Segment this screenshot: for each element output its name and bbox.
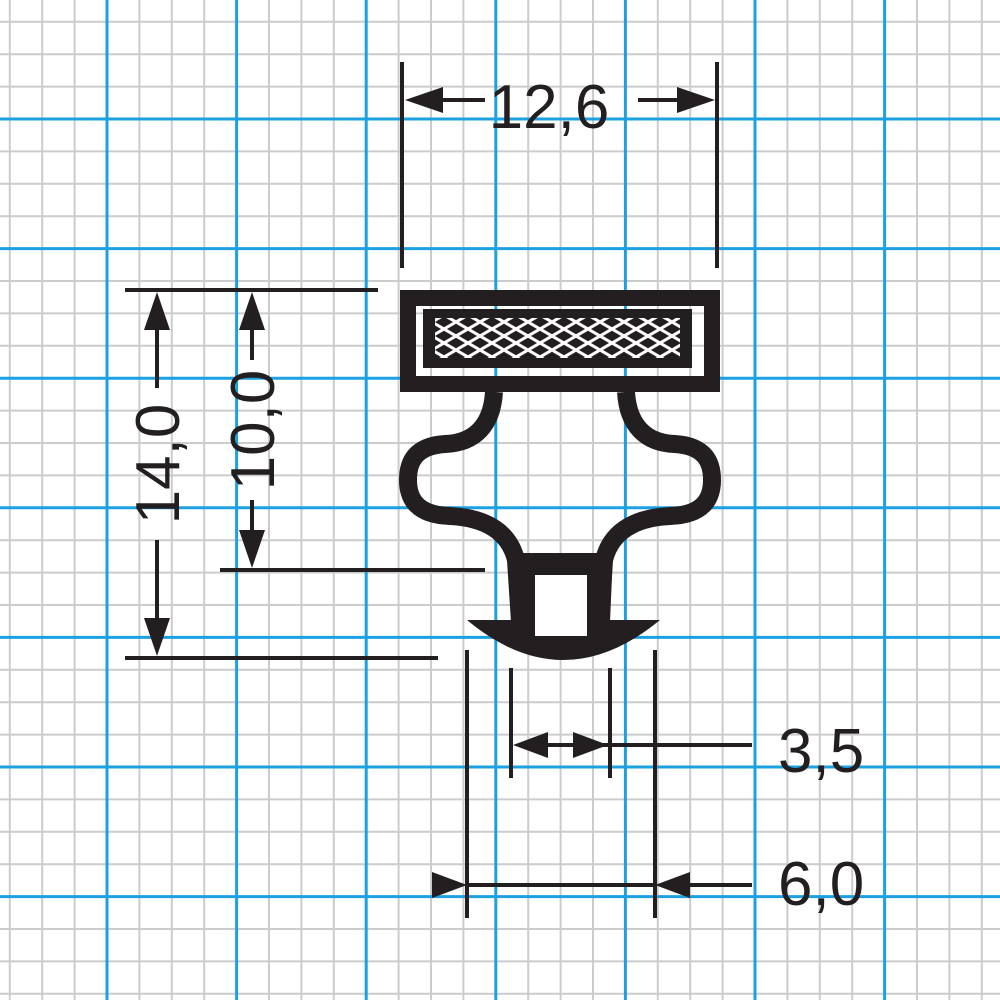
label-height-upper: 10,0 <box>219 370 288 491</box>
right-bellows <box>591 391 722 623</box>
label-base-width: 6,0 <box>778 850 864 919</box>
gasket-profile <box>398 290 722 660</box>
left-bellows <box>398 391 529 623</box>
label-width-top: 12,6 <box>489 73 610 142</box>
label-height-total: 14,0 <box>124 404 193 525</box>
magnet-hatch <box>435 318 680 358</box>
dimension-labels: 12,6 14,0 10,0 3,5 6,0 <box>124 73 864 919</box>
base-cavity <box>535 575 587 636</box>
label-inner-gap: 3,5 <box>778 717 864 786</box>
dimension-lines <box>125 62 752 918</box>
magnet-housing <box>400 290 720 392</box>
base-flange <box>467 620 660 660</box>
